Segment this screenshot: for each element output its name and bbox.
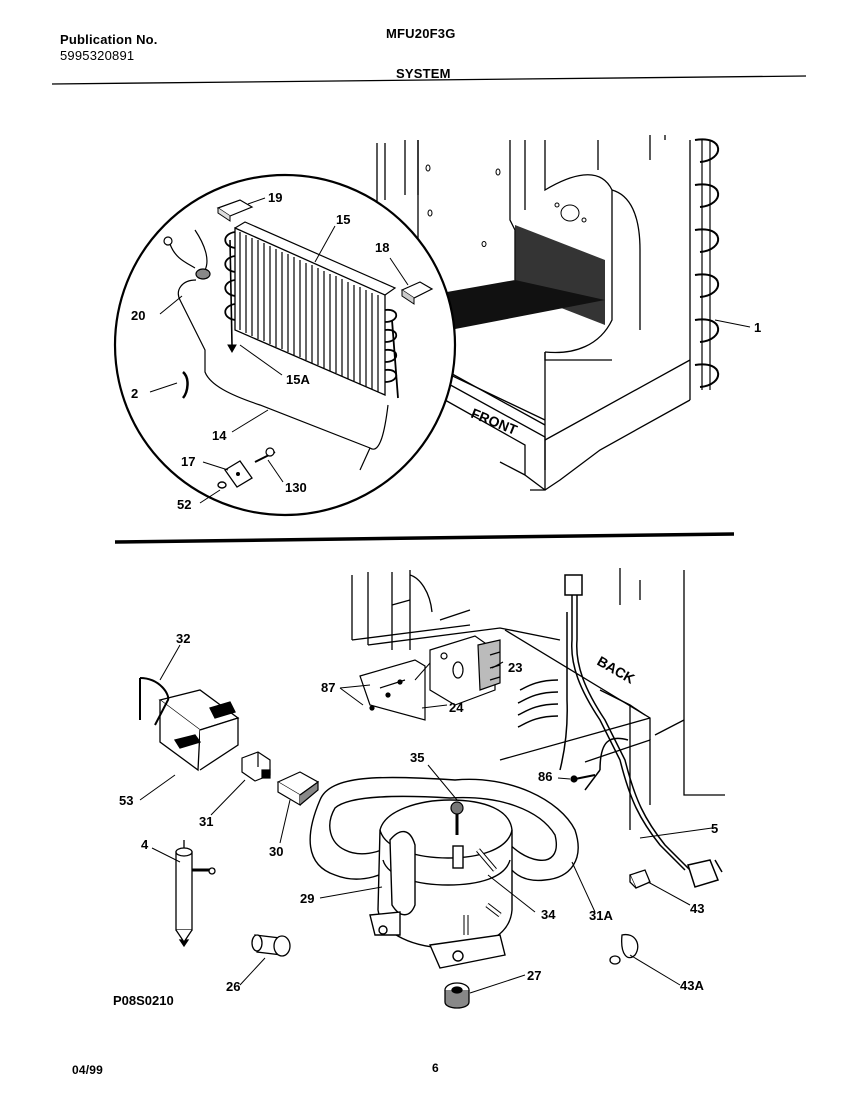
callout-24: 24 bbox=[449, 700, 464, 715]
callout-86: 86 bbox=[538, 769, 552, 784]
callout-15A: 15A bbox=[286, 372, 310, 387]
callout-35: 35 bbox=[410, 750, 424, 765]
evaporator-cover-grille bbox=[430, 225, 605, 330]
grommet-26 bbox=[251, 934, 291, 957]
evaporator bbox=[224, 221, 399, 399]
machine-compartment bbox=[351, 568, 725, 830]
compressor-29 bbox=[369, 799, 513, 969]
callout-14: 14 bbox=[212, 428, 227, 443]
callout-31: 31 bbox=[199, 814, 213, 829]
publication-label: Publication No. bbox=[60, 32, 158, 47]
callout-34: 34 bbox=[541, 907, 556, 922]
relay-31 bbox=[241, 751, 271, 782]
callout-2: 2 bbox=[131, 386, 138, 401]
screw-86 bbox=[570, 774, 596, 783]
callout-20: 20 bbox=[131, 308, 145, 323]
callout-130: 130 bbox=[285, 480, 307, 495]
filter-drier-4 bbox=[175, 840, 216, 948]
callout-18: 18 bbox=[375, 240, 389, 255]
callout-43A: 43A bbox=[680, 978, 704, 993]
publication-number: 5995320891 bbox=[60, 48, 135, 63]
callout-32: 32 bbox=[176, 631, 190, 646]
defrost-timer-23 bbox=[429, 635, 501, 706]
lower-leader-lines bbox=[139, 644, 713, 994]
upper-leader-lines bbox=[149, 197, 751, 504]
callout-53: 53 bbox=[119, 793, 133, 808]
overload-30 bbox=[276, 771, 320, 807]
callout-87: 87 bbox=[321, 680, 335, 695]
relay-cover-53 bbox=[158, 689, 240, 772]
model-number: MFU20F3G bbox=[386, 26, 456, 41]
screw-35 bbox=[450, 801, 464, 835]
callout-26: 26 bbox=[226, 979, 240, 994]
callout-52: 52 bbox=[177, 497, 191, 512]
condenser-coil bbox=[694, 138, 720, 390]
callout-4: 4 bbox=[141, 837, 149, 852]
figure-code: P08S0210 bbox=[113, 993, 174, 1008]
wire-clip-2 bbox=[181, 371, 189, 399]
callout-23: 23 bbox=[508, 660, 522, 675]
callout-17: 17 bbox=[181, 454, 195, 469]
callout-27: 27 bbox=[527, 968, 541, 983]
back-mark: BACK bbox=[595, 653, 638, 687]
callout-15: 15 bbox=[336, 212, 350, 227]
callout-30: 30 bbox=[269, 844, 283, 859]
clamp-43A bbox=[609, 933, 639, 965]
clip-32 bbox=[139, 677, 170, 726]
section-title: SYSTEM bbox=[396, 66, 451, 81]
callout-19: 19 bbox=[268, 190, 282, 205]
callout-43: 43 bbox=[690, 901, 704, 916]
callout-31A: 31A bbox=[589, 908, 613, 923]
insulation-pad-19 bbox=[216, 199, 254, 217]
section-divider bbox=[114, 532, 735, 544]
grommet-52 bbox=[217, 481, 227, 489]
defrost-thermostat bbox=[163, 229, 389, 471]
callout-1: 1 bbox=[754, 320, 761, 335]
grommet-27 bbox=[444, 982, 470, 1009]
power-cord-harness bbox=[517, 574, 723, 888]
wall-holes bbox=[425, 164, 587, 247]
clamp-43 bbox=[629, 869, 651, 889]
timer-bracket-24 bbox=[359, 659, 426, 721]
callout-5: 5 bbox=[711, 821, 718, 836]
footer-date: 04/99 bbox=[72, 1063, 104, 1077]
page-number: 6 bbox=[432, 1061, 439, 1075]
callout-29: 29 bbox=[300, 891, 314, 906]
header-rule bbox=[51, 75, 807, 85]
